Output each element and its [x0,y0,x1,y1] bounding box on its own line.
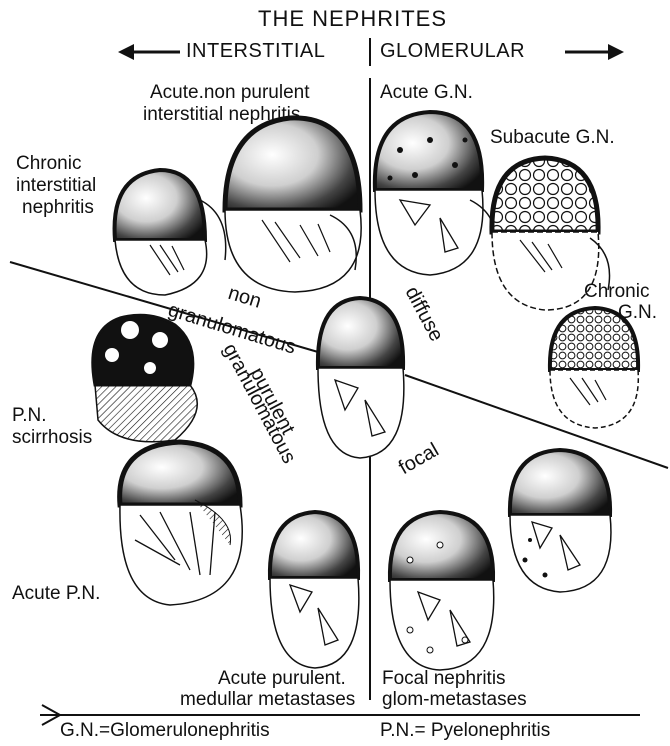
label-chronic-interstitial-line1: Chronic [16,153,81,175]
label-acute-non-purulent-line2: interstitial nephritis [143,104,300,126]
label-chronic-gn-line2: G.N. [618,302,657,324]
diagram-title: THE NEPHRITES [258,8,447,30]
label-pn-scirrhosis-line1: P.N. [12,405,47,427]
label-acute-pn: Acute P.N. [12,583,100,605]
label-focal-nephritis-line1: Focal nephritis [382,668,506,690]
heading-glomerular: GLOMERULAR [380,40,525,62]
legend-gn: G.N.=Glomerulonephritis [60,720,270,742]
kidney-acute-purulent [270,512,359,668]
kidney-acute-gn [375,112,496,275]
legend-pn: P.N.= Pyelonephritis [380,720,550,742]
kidney-focal-nephritis [390,512,494,670]
label-acute-gn: Acute G.N. [380,82,473,104]
label-focal-nephritis-line2: glom-metastases [382,689,527,711]
kidney-pn-scirrhosis [93,315,197,442]
kidney-chronic-interstitial [115,170,226,295]
label-chronic-interstitial-line2: interstitial [16,175,96,197]
kidney-center [318,298,404,458]
kidney-chronic-gn [550,308,638,428]
label-pn-scirrhosis-line2: scirrhosis [12,427,92,449]
label-subacute-gn: Subacute G.N. [490,127,615,149]
kidney-focal-right [510,450,611,592]
right-arrow [565,44,624,60]
kidney-acute-non-purulent [225,118,361,292]
left-arrow [118,44,180,60]
kidney-acute-pn [120,442,243,605]
label-chronic-gn-line1: Chronic [584,281,649,303]
label-acute-purulent-line1: Acute purulent. [218,668,346,690]
label-acute-non-purulent-line1: Acute.non purulent [150,82,310,104]
heading-interstitial: INTERSTITIAL [186,40,325,62]
label-chronic-interstitial-line3: nephritis [22,197,94,219]
label-acute-purulent-line2: medullar metastases [180,689,355,711]
